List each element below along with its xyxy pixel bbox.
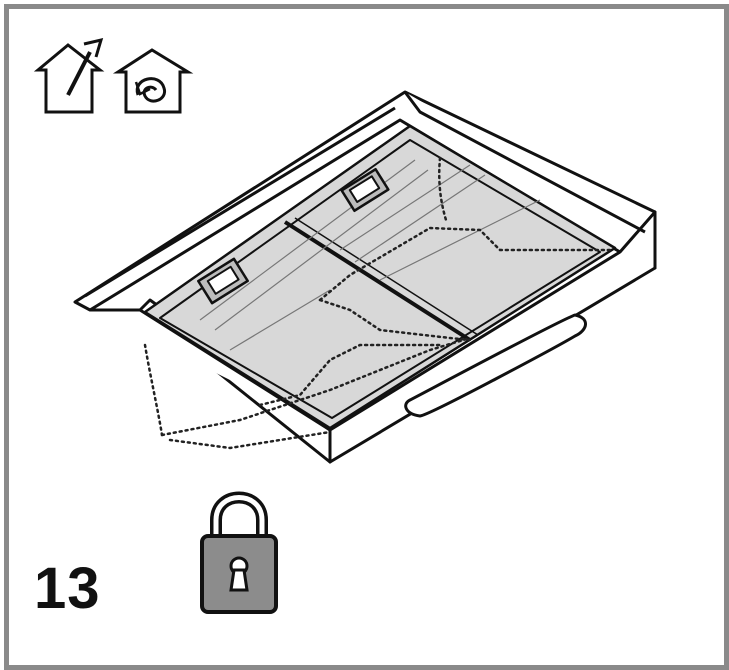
house-duct-outlet-icon [33, 37, 105, 114]
house-recirculation-icon [112, 48, 194, 114]
padlock-icon [200, 491, 278, 614]
filter-motion-path [143, 156, 612, 450]
hood-body [73, 90, 657, 464]
step-number: 13 [34, 556, 101, 621]
filter-panels [143, 124, 617, 430]
